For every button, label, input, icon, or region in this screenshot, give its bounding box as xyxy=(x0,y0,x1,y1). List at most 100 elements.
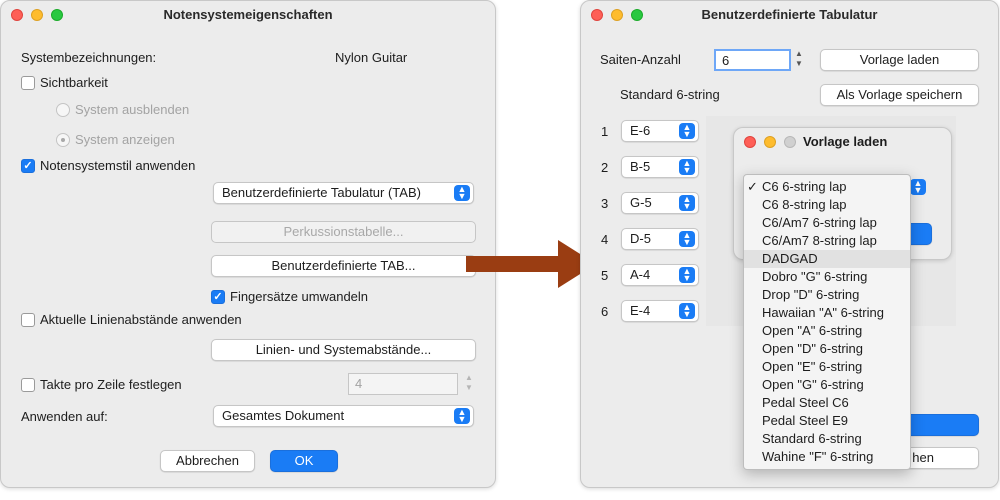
apply-to-value: Gesamtes Dokument xyxy=(222,408,345,423)
minimize-icon[interactable] xyxy=(31,9,43,21)
measures-stepper-icon[interactable]: ▲▼ xyxy=(465,373,473,392)
line-system-spacing-button[interactable]: Linien- und Systemabstände... xyxy=(211,339,476,361)
window-title: Benutzerdefinierte Tabulatur xyxy=(701,7,878,22)
menu-item[interactable]: Dobro "G" 6-string xyxy=(744,268,910,286)
menu-item[interactable]: Pedal Steel E9 xyxy=(744,412,910,430)
chevron-updown-icon[interactable]: ▲▼ xyxy=(910,179,926,195)
apply-style-label: Notensystemstil anwenden xyxy=(40,158,196,173)
minimize-icon[interactable] xyxy=(611,9,623,21)
checkmark-icon: ✓ xyxy=(747,179,758,194)
cancel-button[interactable]: Abbrechen xyxy=(160,450,255,472)
menu-item-label: Open "A" 6-string xyxy=(762,323,863,338)
chevron-updown-icon: ▲▼ xyxy=(679,231,695,247)
menu-item[interactable]: ✓ C6 6-string lap xyxy=(744,178,910,196)
traffic-lights xyxy=(11,9,63,21)
menu-item[interactable]: DADGAD xyxy=(744,250,910,268)
menu-item-label: C6 6-string lap xyxy=(762,179,847,194)
template-menu: ✓ C6 6-string lap C6 8-string lap C6/Am7 … xyxy=(743,174,911,470)
chevron-updown-icon: ▲▼ xyxy=(679,267,695,283)
menu-item-label: Open "G" 6-string xyxy=(762,377,864,392)
traffic-lights xyxy=(591,9,643,21)
menu-item-label: Wahine "F" 6-string xyxy=(762,449,874,464)
save-template-button[interactable]: Als Vorlage speichern xyxy=(820,84,979,106)
system-names-label: Systembezeichnungen: xyxy=(21,50,157,65)
show-system-label: System anzeigen xyxy=(75,132,175,147)
staff-style-popup[interactable]: Benutzerdefinierte Tabulatur (TAB) ▲▼ xyxy=(213,182,474,204)
string-number: 3 xyxy=(601,196,609,211)
chevron-updown-icon: ▲▼ xyxy=(679,303,695,319)
hide-system-radio[interactable] xyxy=(56,103,70,117)
menu-item-label: C6/Am7 6-string lap xyxy=(762,215,877,230)
string-note-popup[interactable]: A-4 ▲▼ xyxy=(621,264,699,286)
string-number: 5 xyxy=(601,268,609,283)
fingering-checkbox[interactable]: ✓ xyxy=(211,290,225,304)
menu-item-label: C6/Am7 8-string lap xyxy=(762,233,877,248)
menu-item[interactable]: Wahine "F" 6-string xyxy=(744,448,910,466)
menu-item[interactable]: Open "A" 6-string xyxy=(744,322,910,340)
measures-field[interactable]: 4 xyxy=(348,373,458,395)
chevron-updown-icon: ▲▼ xyxy=(454,185,470,201)
menu-item[interactable]: Drop "D" 6-string xyxy=(744,286,910,304)
ok-button[interactable]: OK xyxy=(270,450,338,472)
menu-item[interactable]: Open "D" 6-string xyxy=(744,340,910,358)
string-number: 6 xyxy=(601,304,609,319)
custom-tablature-window: Benutzerdefinierte Tabulatur Saiten-Anza… xyxy=(580,0,999,488)
strings-count-label: Saiten-Anzahl xyxy=(600,52,681,67)
close-icon[interactable] xyxy=(11,9,23,21)
menu-item-label: Pedal Steel E9 xyxy=(762,413,849,428)
percussion-table-button[interactable]: Perkussionstabelle... xyxy=(211,221,476,243)
menu-item[interactable]: Standard 6-string xyxy=(744,430,910,448)
measures-checkbox[interactable] xyxy=(21,378,35,392)
apply-to-popup[interactable]: Gesamtes Dokument ▲▼ xyxy=(213,405,474,427)
strings-stepper-icon[interactable]: ▲▼ xyxy=(795,49,803,68)
zoom-icon xyxy=(784,136,796,148)
measures-label: Takte pro Zeile festlegen xyxy=(40,377,182,392)
string-note-value: B-5 xyxy=(630,159,651,174)
show-system-radio[interactable] xyxy=(56,133,70,147)
menu-item-label: Open "E" 6-string xyxy=(762,359,863,374)
menu-item[interactable]: Open "G" 6-string xyxy=(744,376,910,394)
load-template-button[interactable]: Vorlage laden xyxy=(820,49,979,71)
zoom-icon[interactable] xyxy=(51,9,63,21)
menu-item-label: Standard 6-string xyxy=(762,431,862,446)
menu-item[interactable]: Hawaiian "A" 6-string xyxy=(744,304,910,322)
close-icon[interactable] xyxy=(591,9,603,21)
string-note-popup[interactable]: D-5 ▲▼ xyxy=(621,228,699,250)
string-number: 2 xyxy=(601,160,609,175)
string-note-popup[interactable]: E-6▲▼ xyxy=(621,120,699,142)
strings-count-field[interactable]: 6 xyxy=(714,49,791,71)
apply-style-checkbox[interactable]: ✓ xyxy=(21,159,35,173)
system-names-value: Nylon Guitar xyxy=(335,50,408,65)
menu-item-label: DADGAD xyxy=(762,251,818,266)
fingering-label: Fingersätze umwandeln xyxy=(230,289,369,304)
menu-item-label: Open "D" 6-string xyxy=(762,341,863,356)
zoom-icon[interactable] xyxy=(631,9,643,21)
window-title: Notensystemeigenschaften xyxy=(163,7,333,22)
string-number: 1 xyxy=(601,124,609,139)
string-note-value: A-4 xyxy=(630,267,651,282)
menu-item[interactable]: Pedal Steel C6 xyxy=(744,394,910,412)
close-icon[interactable] xyxy=(744,136,756,148)
visibility-checkbox[interactable] xyxy=(21,76,35,90)
chevron-updown-icon: ▲▼ xyxy=(679,123,695,139)
string-note-popup[interactable]: B-5 ▲▼ xyxy=(621,156,699,178)
string-note-popup[interactable]: E-4▲▼ xyxy=(621,300,699,322)
menu-item-label: Hawaiian "A" 6-string xyxy=(762,305,884,320)
menu-item[interactable]: Open "E" 6-string xyxy=(744,358,910,376)
line-spacing-checkbox[interactable] xyxy=(21,313,35,327)
traffic-lights xyxy=(744,136,796,148)
chevron-updown-icon: ▲▼ xyxy=(454,408,470,424)
staff-properties-window: Notensystemeigenschaften Systembezeichnu… xyxy=(0,0,496,488)
menu-item[interactable]: C6/Am7 6-string lap xyxy=(744,214,910,232)
hide-system-label: System ausblenden xyxy=(75,102,190,117)
string-note-value: D-5 xyxy=(630,231,651,246)
menu-item-label: Dobro "G" 6-string xyxy=(762,269,868,284)
menu-item[interactable]: C6/Am7 8-string lap xyxy=(744,232,910,250)
chevron-updown-icon: ▲▼ xyxy=(679,159,695,175)
menu-item[interactable]: C6 8-string lap xyxy=(744,196,910,214)
dialog-title: Vorlage laden xyxy=(803,134,888,149)
apply-to-label: Anwenden auf: xyxy=(21,409,108,424)
string-note-popup[interactable]: G-5▲▼ xyxy=(621,192,699,214)
custom-tab-button[interactable]: Benutzerdefinierte TAB... xyxy=(211,255,476,277)
minimize-icon[interactable] xyxy=(764,136,776,148)
